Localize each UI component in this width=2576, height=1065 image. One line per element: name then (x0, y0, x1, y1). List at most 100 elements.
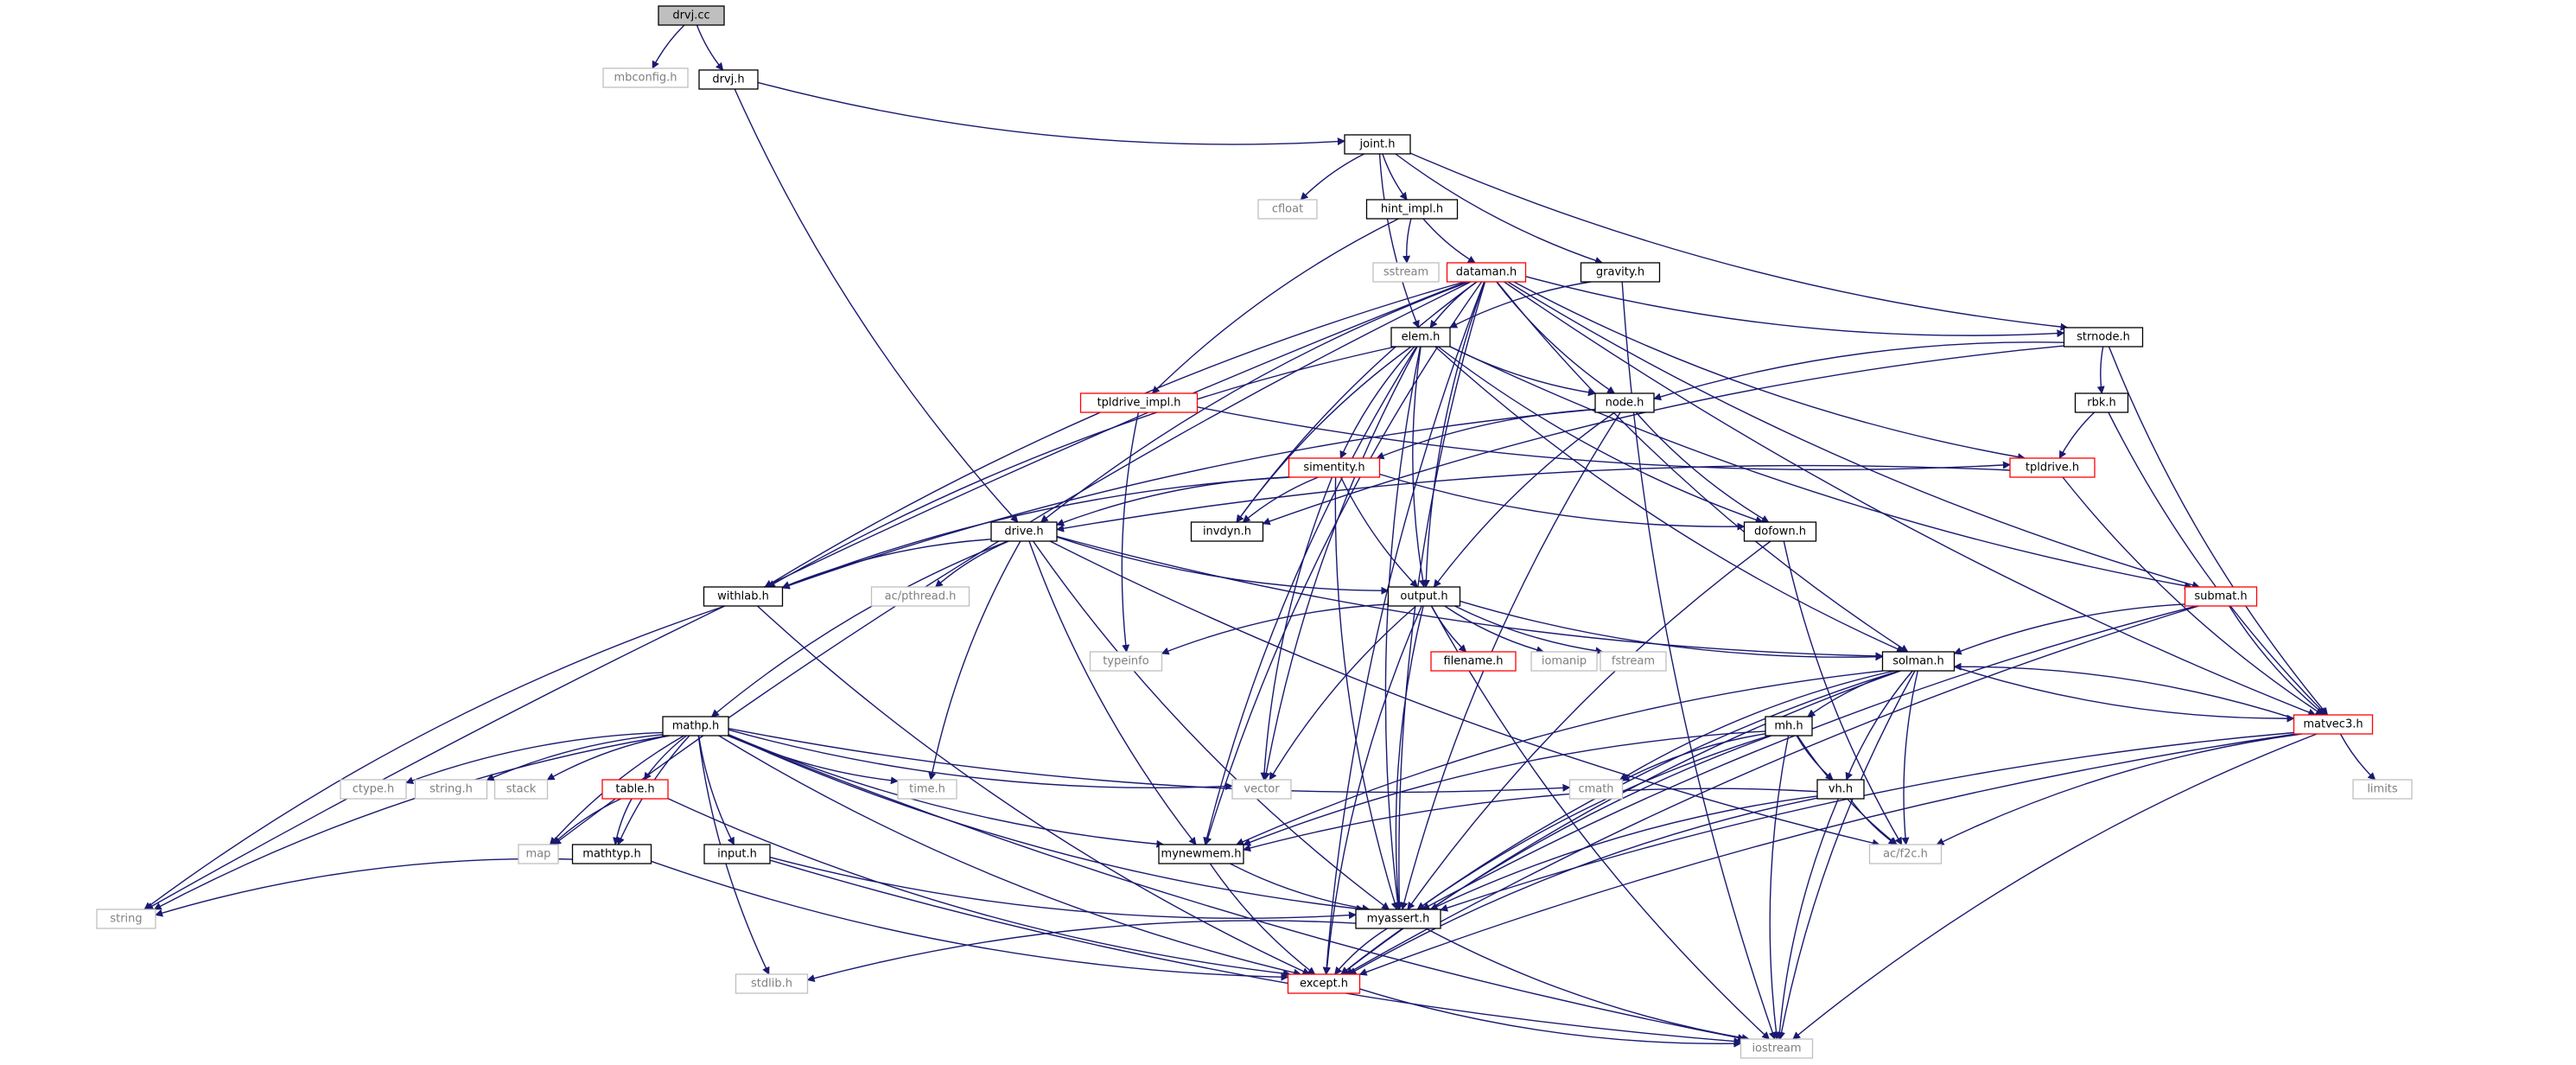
node-matvec3-h[interactable]: matvec3.h (2293, 714, 2374, 735)
include-edge (928, 540, 1021, 781)
node-label: typeinfo (1103, 655, 1148, 668)
node-except-h[interactable]: except.h (1287, 973, 1361, 994)
node-mynewmem-h[interactable]: mynewmem.h (1158, 844, 1244, 864)
node-tpldrive-h[interactable]: tpldrive.h (2009, 457, 2096, 478)
node-vh-h[interactable]: vh.h (1816, 779, 1865, 800)
node-solman-h[interactable]: solman.h (1881, 651, 1956, 672)
node-joint-h[interactable]: joint.h (1344, 134, 1411, 155)
node-mathtyp-h[interactable]: mathtyp.h (571, 844, 652, 864)
node-invdyn-h[interactable]: invdyn.h (1190, 521, 1264, 542)
node-box (1881, 651, 1956, 672)
node-strnode-h[interactable]: strnode.h (2063, 327, 2144, 348)
node-box (1600, 651, 1667, 672)
include-edge (2108, 346, 2329, 716)
node-box (2074, 392, 2129, 413)
node-drive-h[interactable]: drive.h (990, 521, 1058, 542)
node-box (1231, 779, 1292, 800)
include-edge (1796, 735, 1834, 781)
node-mh-h[interactable]: mh.h (1765, 716, 1813, 737)
include-edge (1653, 341, 2064, 401)
node-label: dofown.h (1754, 526, 1806, 539)
include-edge (1359, 988, 1742, 1048)
node-table-h[interactable]: table.h (601, 779, 669, 800)
node-label: elem.h (1402, 331, 1441, 344)
node-submat-h[interactable]: submat.h (2184, 586, 2258, 607)
node-hint-impl-h[interactable]: hint_impl.h (1365, 199, 1459, 220)
node-label: cfloat (1272, 203, 1303, 216)
node-mathp-h[interactable]: mathp.h (662, 716, 729, 737)
include-edge (757, 81, 1345, 146)
node-box (1740, 1038, 1814, 1059)
include-edge (1437, 346, 1764, 524)
include-edge (1056, 464, 2011, 532)
node-box (698, 69, 759, 90)
node-box (1568, 779, 1624, 800)
node-limits: limits (2352, 779, 2413, 800)
include-edge (1378, 153, 1420, 328)
node-label: string.h (429, 783, 473, 796)
node-label: simentity.h (1303, 462, 1364, 475)
node-box (703, 586, 784, 607)
include-edge (1434, 346, 1905, 653)
node-node-h[interactable]: node.h (1594, 392, 1655, 413)
include-edge (155, 858, 573, 917)
include-edge (1496, 281, 1909, 653)
node-filename-h[interactable]: filename.h (1430, 651, 1517, 672)
node-stdlib-h: stdlib.h (735, 973, 809, 994)
node-rbk-h[interactable]: rbk.h (2074, 392, 2129, 413)
node-output-h[interactable]: output.h (1387, 586, 1461, 607)
node-elem-h[interactable]: elem.h (1390, 327, 1451, 348)
node-gravity-h[interactable]: gravity.h (1580, 262, 1661, 283)
node-dataman-h[interactable]: dataman.h (1446, 262, 1527, 283)
include-edge (1395, 153, 1603, 265)
node-label: limits (2367, 783, 2398, 796)
node-box (2293, 714, 2374, 735)
node-label: vector (1243, 783, 1280, 796)
node-label: solman.h (1892, 655, 1944, 668)
node-label: strnode.h (2077, 331, 2130, 344)
include-edge (1402, 218, 1412, 264)
node-box (2009, 457, 2096, 478)
node-box (1344, 134, 1411, 155)
node-label: table.h (615, 783, 654, 796)
node-drvj-h[interactable]: drvj.h (698, 69, 759, 90)
include-edge (2062, 476, 2324, 716)
include-edge (769, 857, 1357, 920)
node-simentity-h[interactable]: simentity.h (1288, 457, 1381, 478)
node-label: node.h (1606, 397, 1644, 410)
node-drvj-cc[interactable]: drvj.cc (658, 5, 725, 26)
node-withlab-h[interactable]: withlab.h (703, 586, 784, 607)
node-string-h: string.h (414, 779, 488, 800)
node-tpldrive-impl-h[interactable]: tpldrive_impl.h (1079, 392, 1199, 413)
include-edge (1269, 605, 1417, 781)
node-label: matvec3.h (2303, 718, 2363, 731)
include-edge (734, 88, 1019, 523)
include-edge (1322, 281, 1485, 975)
include-edge (1807, 670, 1900, 717)
include-edge (1300, 153, 1365, 201)
node-box (990, 521, 1058, 542)
node-map: map (518, 844, 559, 864)
include-edge (546, 735, 670, 781)
include-edge (1416, 670, 1900, 910)
include-edge (145, 281, 1467, 910)
node-myassert-h[interactable]: myassert.h (1355, 909, 1441, 929)
node-box (96, 909, 156, 929)
node-label: output.h (1400, 590, 1447, 603)
include-edge (2058, 411, 2096, 459)
node-input-h[interactable]: input.h (703, 844, 771, 864)
edge-layer (143, 24, 2376, 1048)
node-label: mathp.h (672, 720, 720, 733)
node-box (1365, 199, 1459, 220)
include-edge (1236, 346, 1412, 523)
include-edge (553, 281, 1472, 845)
node-box (1158, 844, 1244, 864)
include-edge (1379, 473, 1746, 531)
node-label: dataman.h (1456, 266, 1517, 279)
node-label: stdlib.h (751, 978, 792, 991)
include-edge (1954, 666, 2295, 723)
node-label: mbconfig.h (614, 72, 677, 85)
node-dofown-h[interactable]: dofown.h (1743, 521, 1817, 542)
node-ctype-h: ctype.h (340, 779, 407, 800)
